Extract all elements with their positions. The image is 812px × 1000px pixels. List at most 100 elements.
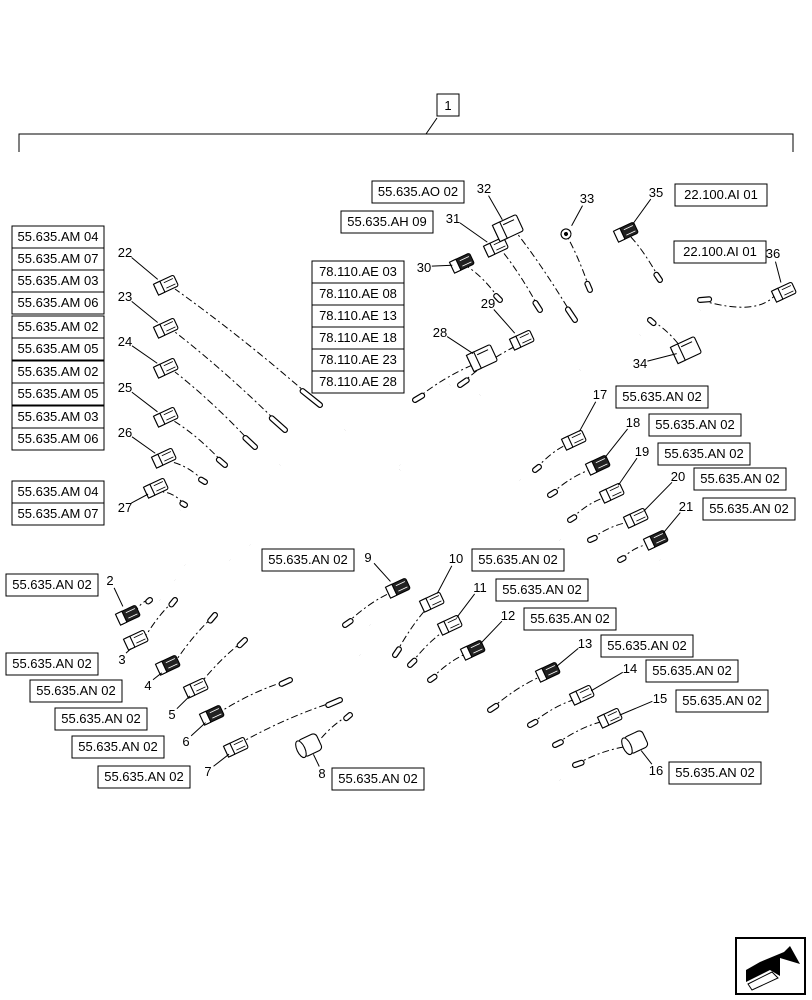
connector-13[interactable] [534, 662, 561, 683]
wire-sleeve-core-11 [408, 658, 417, 667]
connector-2[interactable] [114, 605, 141, 626]
connector-pin-line [165, 658, 176, 664]
reference-box-21-0[interactable] [702, 497, 796, 521]
harness-trunk-core-4 [399, 308, 701, 472]
connector-34[interactable] [669, 336, 702, 365]
reference-box-8-0[interactable] [331, 767, 425, 791]
harness-trunk-core-3 [398, 383, 452, 472]
connector-33[interactable] [559, 227, 572, 240]
reference-box-15-0[interactable] [675, 689, 769, 713]
connector-latch [448, 258, 462, 274]
reference-box-11-0[interactable] [495, 578, 589, 602]
reference-box-17-0[interactable] [615, 385, 709, 409]
leader-line-24 [131, 345, 158, 364]
reference-text-22-0: 55.635.AM 04 [18, 229, 99, 244]
connector-pin-line [233, 740, 244, 746]
connector-36[interactable] [770, 282, 797, 303]
connector-pin-line [429, 595, 440, 601]
connector-4[interactable] [154, 655, 181, 676]
item-number-18: 18 [626, 415, 640, 430]
connector-23[interactable] [152, 318, 179, 339]
reference-box-14-0[interactable] [645, 659, 739, 683]
reference-box-25-1[interactable] [11, 382, 105, 406]
connector-32[interactable] [491, 214, 524, 243]
connector-9[interactable] [384, 578, 411, 599]
leader-line-20 [643, 481, 673, 512]
connector-21[interactable] [642, 530, 669, 551]
connector-14[interactable] [568, 685, 595, 706]
reference-box-6-0[interactable] [71, 735, 165, 759]
reference-box-31-0[interactable] [340, 210, 434, 234]
connector-pin-line [450, 623, 460, 629]
reference-text-28-3: 78.110.AE 18 [319, 330, 397, 345]
reference-box-28-5[interactable] [311, 370, 405, 394]
item-number-26: 26 [118, 425, 132, 440]
reference-box-24-1[interactable] [11, 337, 105, 361]
reference-box-3-0[interactable] [5, 652, 99, 676]
item-number-17: 17 [593, 387, 607, 402]
wire-sleeve-core-21 [618, 556, 626, 562]
connector-35[interactable] [612, 222, 639, 243]
connector-18[interactable] [584, 455, 611, 476]
connector-30[interactable] [448, 253, 475, 274]
reference-box-32-0[interactable] [371, 180, 465, 204]
reference-box-23-1[interactable] [11, 291, 105, 315]
connector-pin-line [545, 665, 556, 671]
connector-pin-line [166, 415, 176, 421]
reference-box-35-0[interactable] [674, 183, 768, 207]
reference-box-2-0[interactable] [5, 573, 99, 597]
reference-box-4-0[interactable] [29, 679, 123, 703]
reference-box-20-0[interactable] [693, 467, 787, 491]
reference-box-12-0[interactable] [523, 607, 617, 631]
reference-box-18-0[interactable] [648, 413, 742, 437]
connector-5[interactable] [182, 678, 209, 699]
item-number-28: 28 [433, 325, 447, 340]
connector-6[interactable] [198, 705, 225, 726]
connector-26[interactable] [150, 448, 177, 469]
connector-17[interactable] [560, 430, 587, 451]
reference-box-13-0[interactable] [600, 634, 694, 658]
reference-box-5-0[interactable] [54, 707, 148, 731]
connector-latch [584, 460, 598, 476]
connector-8[interactable] [294, 733, 323, 759]
reference-text-32-0: 55.635.AO 02 [378, 184, 458, 199]
wire-sleeve-core-30 [494, 294, 502, 302]
connector-15[interactable] [596, 708, 623, 729]
reference-box-7-0[interactable] [97, 765, 191, 789]
connector-pin-line [653, 533, 664, 539]
connector-31[interactable] [482, 237, 509, 258]
connector-16[interactable] [620, 730, 649, 756]
connector-10[interactable] [418, 592, 445, 613]
wire-sleeve-core-23 [269, 416, 287, 432]
connector-12[interactable] [459, 640, 486, 661]
connector-27[interactable] [142, 478, 169, 499]
reference-box-36-0[interactable] [673, 240, 767, 264]
connector-7[interactable] [222, 737, 249, 758]
wire-sleeve-core-4 [208, 613, 217, 623]
item-number-30: 30 [417, 260, 431, 275]
connector-pin-line [128, 613, 138, 619]
connector-11[interactable] [436, 615, 463, 636]
connector-29[interactable] [508, 330, 535, 351]
reference-text-31-0: 55.635.AH 09 [347, 214, 427, 229]
connector-20[interactable] [622, 508, 649, 529]
connector-24[interactable] [152, 358, 179, 379]
item-number-36: 36 [766, 246, 780, 261]
connector-25[interactable] [152, 407, 179, 428]
reference-box-27-1[interactable] [11, 502, 105, 526]
reference-box-19-0[interactable] [657, 442, 751, 466]
item-number-9: 9 [364, 550, 371, 565]
connector-19[interactable] [598, 483, 625, 504]
reference-box-9-0[interactable] [261, 548, 355, 572]
reference-box-16-0[interactable] [668, 761, 762, 785]
next-page-arrow-icon[interactable] [735, 937, 806, 995]
connector-28[interactable] [465, 344, 498, 373]
wire-sleeve-core-33 [585, 281, 592, 292]
connector-22[interactable] [152, 275, 179, 296]
reference-box-10-0[interactable] [471, 548, 565, 572]
connector-3[interactable] [122, 630, 149, 651]
harness-trunk-core-2 [148, 393, 482, 600]
reference-box-26-1[interactable] [11, 427, 105, 451]
reference-text-25-1: 55.635.AM 05 [18, 386, 99, 401]
